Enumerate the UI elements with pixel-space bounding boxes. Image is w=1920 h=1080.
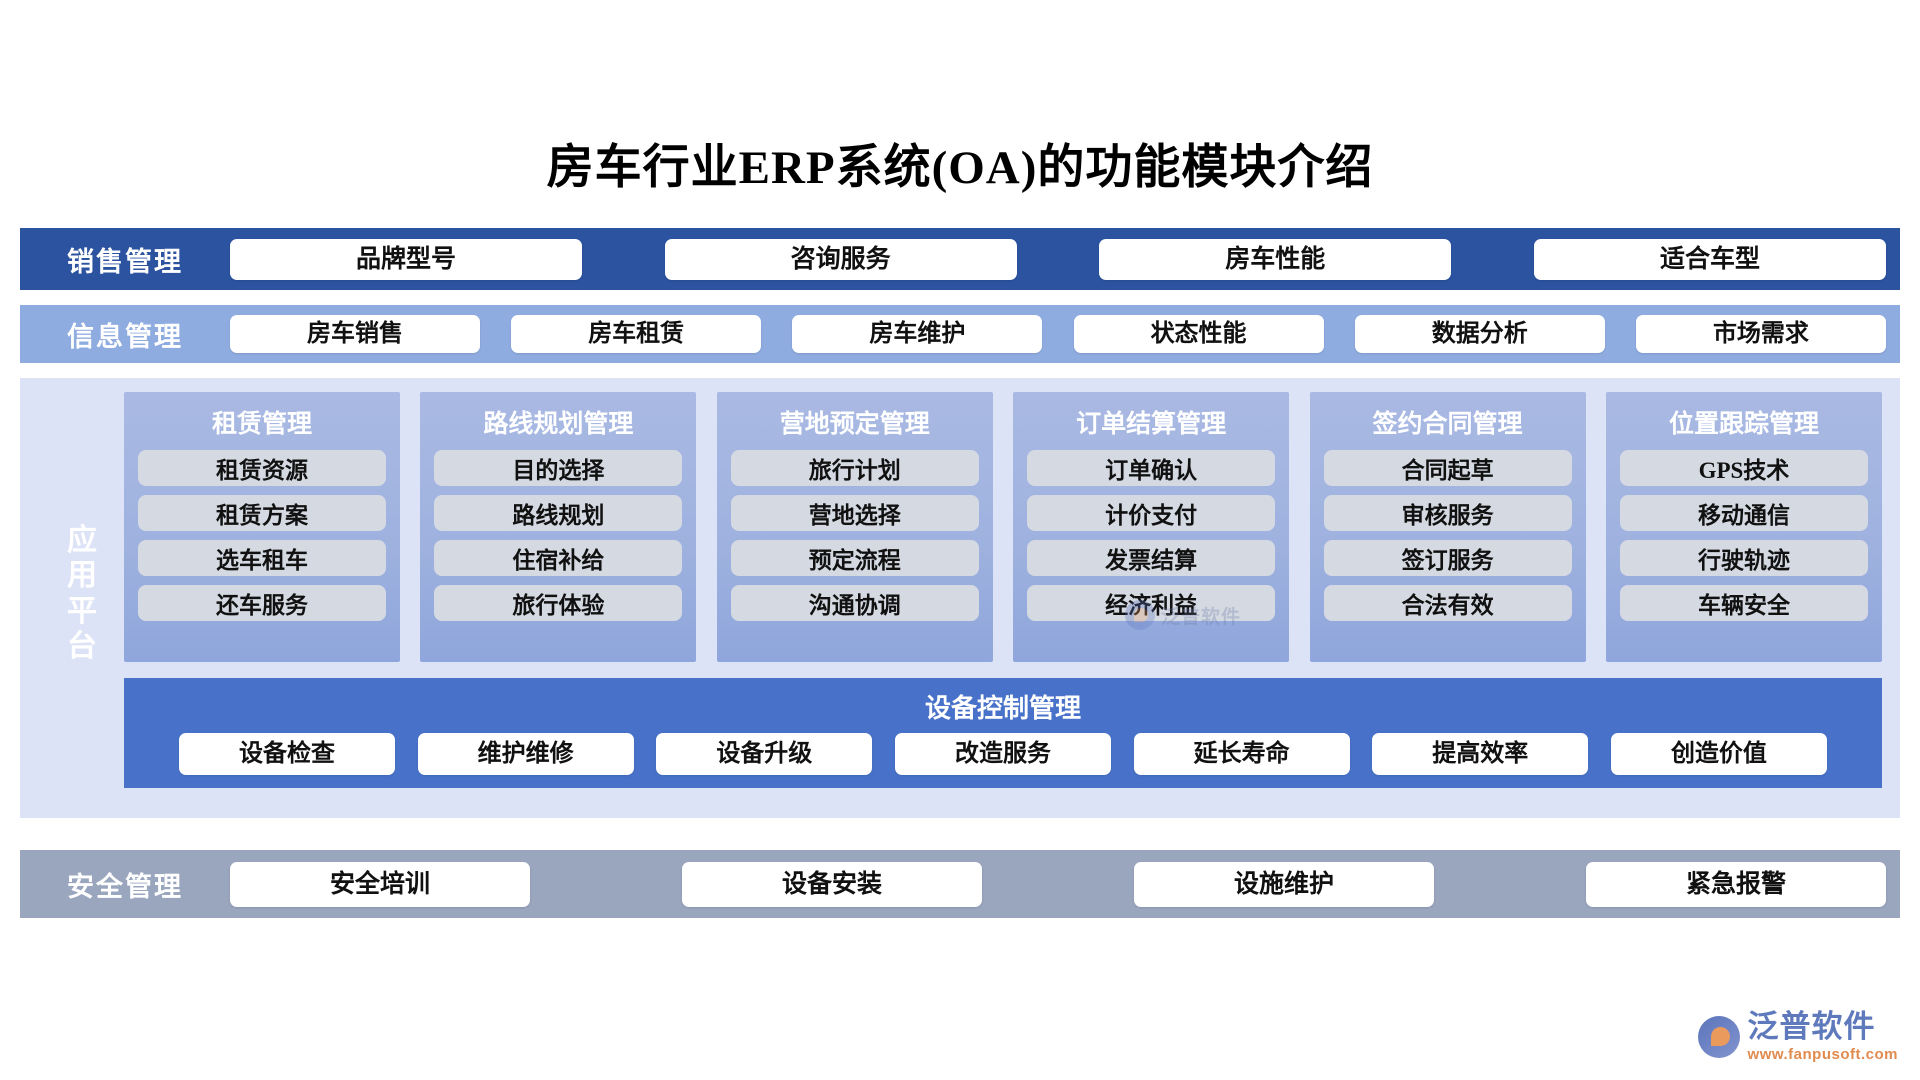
- module-column-item[interactable]: 选车租车: [138, 540, 386, 576]
- module-column-item[interactable]: 行驶轨迹: [1619, 540, 1868, 576]
- module-column-item[interactable]: 移动通信: [1619, 495, 1868, 531]
- module-column-title: 营地预定管理: [779, 411, 930, 438]
- module-column-title: 签约合同管理: [1372, 411, 1523, 438]
- module-column-item[interactable]: GPS技术: [1619, 450, 1868, 486]
- safety-item[interactable]: 设施维护: [1134, 861, 1434, 907]
- device-control-item[interactable]: 延长寿命: [1133, 733, 1350, 775]
- fanpu-software-logo: 泛普软件 www.fanpusoft.com: [1697, 1011, 1898, 1062]
- module-column-item[interactable]: 发票结算: [1027, 540, 1276, 576]
- sales-management-items: 品牌型号 咨询服务 房车性能 适合车型: [230, 238, 1900, 280]
- module-column-title: 路线规划管理: [483, 411, 634, 438]
- info-item[interactable]: 状态性能: [1073, 315, 1324, 353]
- device-control-item[interactable]: 提高效率: [1372, 733, 1589, 775]
- module-column-item[interactable]: 目的选择: [434, 450, 683, 486]
- module-column-item[interactable]: 沟通协调: [730, 585, 979, 621]
- safety-item[interactable]: 安全培训: [230, 861, 530, 907]
- module-column: 位置跟踪管理 GPS技术移动通信行驶轨迹车辆安全: [1605, 392, 1882, 662]
- device-control-item[interactable]: 创造价值: [1610, 733, 1827, 775]
- module-column-title: 位置跟踪管理: [1668, 411, 1819, 438]
- module-column-item[interactable]: 计价支付: [1027, 495, 1276, 531]
- info-item[interactable]: 数据分析: [1354, 315, 1605, 353]
- application-platform-label-char: 应: [67, 524, 97, 557]
- module-column-item[interactable]: 租赁方案: [138, 495, 386, 531]
- info-item[interactable]: 房车维护: [792, 315, 1043, 353]
- logo-company-name: 泛普软件: [1747, 1009, 1876, 1044]
- module-column-item[interactable]: 签订服务: [1323, 540, 1572, 576]
- module-column-item[interactable]: 路线规划: [434, 495, 683, 531]
- page-title: 房车行业ERP系统(OA)的功能模块介绍: [546, 142, 1374, 194]
- info-item[interactable]: 市场需求: [1635, 315, 1886, 353]
- module-column-item[interactable]: 还车服务: [138, 585, 386, 621]
- logo-website-url: www.fanpusoft.com: [1747, 1046, 1898, 1063]
- sales-management-band: 销售管理 品牌型号 咨询服务 房车性能 适合车型: [20, 228, 1900, 290]
- sales-item[interactable]: 咨询服务: [664, 238, 1017, 280]
- module-columns: 租赁管理租赁资源租赁方案选车租车还车服务路线规划管理目的选择路线规划住宿补给旅行…: [124, 392, 1882, 662]
- safety-management-label: 安全管理: [67, 871, 183, 902]
- sales-item[interactable]: 房车性能: [1099, 238, 1452, 280]
- module-column-item[interactable]: 营地选择: [730, 495, 979, 531]
- info-item[interactable]: 房车租赁: [511, 315, 762, 353]
- module-column: 租赁管理租赁资源租赁方案选车租车还车服务: [124, 392, 400, 662]
- information-management-band: 信息管理 房车销售房车租赁房车维护状态性能数据分析市场需求: [20, 305, 1900, 363]
- module-column-title: 租赁管理: [211, 411, 312, 438]
- safety-management-band: 安全管理 安全培训 设备安装 设施维护 紧急报警: [20, 850, 1900, 918]
- module-column-title: 订单结算管理: [1076, 411, 1227, 438]
- module-column-item[interactable]: 旅行计划: [730, 450, 979, 486]
- module-column-item[interactable]: 经济利益: [1027, 585, 1276, 621]
- application-platform-label-char: 台: [67, 630, 97, 664]
- safety-item[interactable]: 紧急报警: [1586, 861, 1886, 907]
- application-platform-label-char: 用: [67, 559, 97, 593]
- device-control-management-bar: 设备控制管理 设备检查维护维修设备升级改造服务延长寿命提高效率创造价值: [124, 678, 1882, 788]
- module-column-item[interactable]: 订单确认: [1027, 450, 1276, 486]
- sales-item[interactable]: 适合车型: [1533, 238, 1886, 280]
- information-management-items: 房车销售房车租赁房车维护状态性能数据分析市场需求: [230, 315, 1900, 353]
- safety-management-items: 安全培训 设备安装 设施维护 紧急报警: [230, 861, 1900, 907]
- module-column: 签约合同管理合同起草审核服务签订服务合法有效: [1309, 392, 1586, 662]
- module-column-item[interactable]: 租赁资源: [138, 450, 386, 486]
- device-control-management-items: 设备检查维护维修设备升级改造服务延长寿命提高效率创造价值: [124, 725, 1882, 775]
- sales-item[interactable]: 品牌型号: [230, 238, 582, 280]
- safety-item[interactable]: 设备安装: [682, 861, 982, 907]
- fanpu-logo-icon: [1697, 1015, 1740, 1058]
- info-item[interactable]: 房车销售: [230, 315, 480, 353]
- device-control-management-title: 设备控制管理: [924, 694, 1081, 723]
- device-control-item[interactable]: 维护维修: [417, 733, 634, 775]
- device-control-item[interactable]: 设备升级: [656, 733, 873, 775]
- application-platform-label-char: 平: [67, 594, 97, 628]
- logo-texts: 泛普软件 www.fanpusoft.com: [1748, 1011, 1898, 1062]
- module-column-item[interactable]: 合法有效: [1323, 585, 1572, 621]
- information-management-label: 信息管理: [67, 321, 183, 352]
- application-platform-label: 应用平台: [56, 523, 108, 665]
- module-column: 订单结算管理订单确认计价支付发票结算经济利益: [1013, 392, 1290, 662]
- module-column-item[interactable]: 预定流程: [730, 540, 979, 576]
- module-column-item[interactable]: 审核服务: [1323, 495, 1572, 531]
- module-column: 营地预定管理旅行计划营地选择预定流程沟通协调: [716, 392, 993, 662]
- module-column-item[interactable]: 旅行体验: [434, 585, 683, 621]
- sales-management-label: 销售管理: [67, 246, 183, 277]
- module-column-item[interactable]: 车辆安全: [1619, 585, 1868, 621]
- module-column-item[interactable]: 住宿补给: [434, 540, 683, 576]
- device-control-item[interactable]: 设备检查: [179, 733, 395, 775]
- device-control-item[interactable]: 改造服务: [894, 733, 1111, 775]
- module-column-item[interactable]: 合同起草: [1323, 450, 1572, 486]
- module-column: 路线规划管理目的选择路线规划住宿补给旅行体验: [420, 392, 697, 662]
- application-platform-region: 应用平台 租赁管理租赁资源租赁方案选车租车还车服务路线规划管理目的选择路线规划住…: [20, 378, 1900, 818]
